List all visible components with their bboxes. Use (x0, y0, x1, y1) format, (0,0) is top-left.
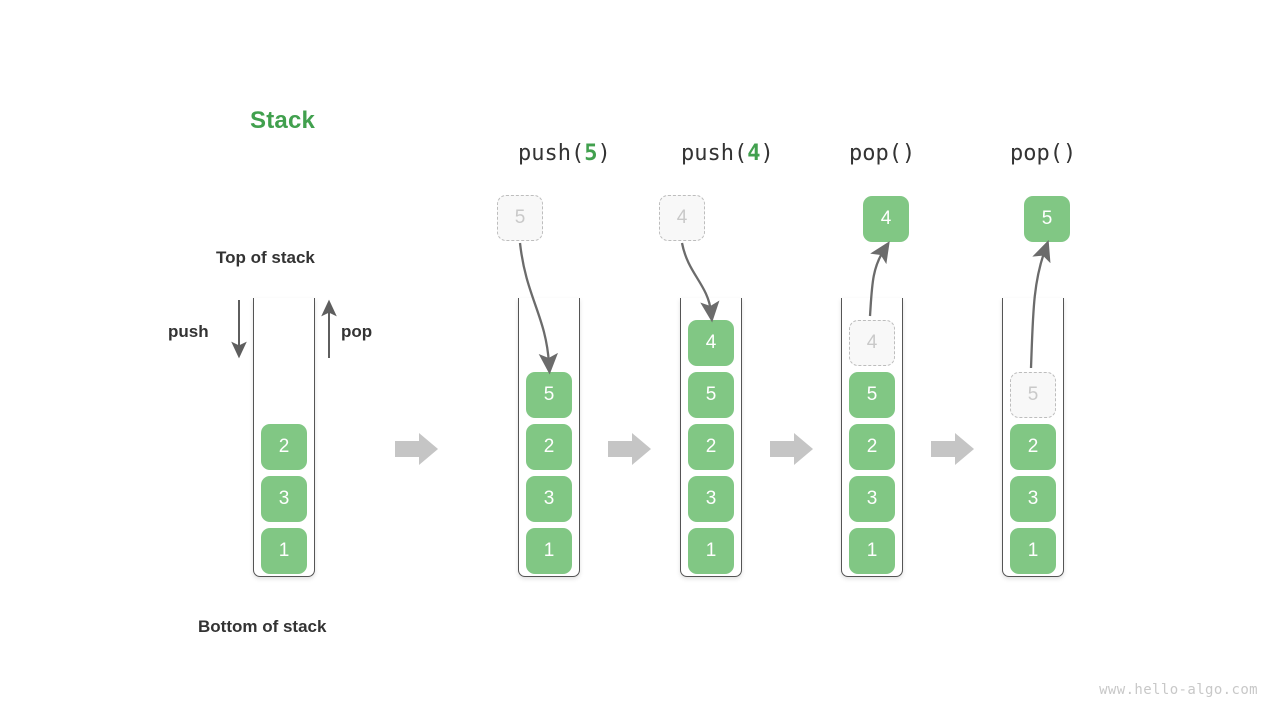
header-prefix: pop( (1010, 141, 1063, 166)
column-header-pop-1: pop() (849, 141, 915, 166)
column-header-push-5: push(5) (518, 141, 611, 166)
floating-cell-popped: 5 (1024, 196, 1070, 242)
flow-arrow-4 (930, 432, 975, 466)
stack-cell: 2 (849, 424, 895, 470)
stack-cell: 1 (261, 528, 307, 574)
column-header-pop-2: pop() (1010, 141, 1076, 166)
stack-cell-ghost: 4 (849, 320, 895, 366)
header-suffix: ) (1062, 141, 1077, 166)
flow-arrow-3 (769, 432, 814, 466)
flow-arrow-2 (608, 432, 652, 466)
page-title: Stack (250, 107, 316, 134)
header-prefix: push( (518, 141, 585, 166)
stack-cell: 3 (261, 476, 307, 522)
header-suffix: ) (901, 141, 916, 166)
header-prefix: push( (681, 141, 748, 166)
header-argument: 5 (584, 141, 598, 166)
header-suffix: ) (760, 141, 774, 166)
stack-cell: 1 (849, 528, 895, 574)
push-direction-arrow (231, 300, 247, 359)
stack-cell: 3 (688, 476, 734, 522)
stack-cell: 4 (688, 320, 734, 366)
stack-cell: 3 (849, 476, 895, 522)
flow-arrow-1 (394, 432, 439, 466)
watermark: www.hello-algo.com (1099, 682, 1258, 698)
floating-cell-ghost: 4 (659, 195, 705, 241)
pop-label: pop (341, 322, 373, 341)
stack-cell: 5 (849, 372, 895, 418)
stack-cell-ghost: 5 (1010, 372, 1056, 418)
stack-cell: 5 (688, 372, 734, 418)
pop-direction-arrow (321, 299, 337, 358)
bottom-of-stack-label: Bottom of stack (198, 617, 327, 636)
stack-cell: 2 (1010, 424, 1056, 470)
stack-cell: 5 (526, 372, 572, 418)
floating-cell-ghost: 5 (497, 195, 543, 241)
stack-cell: 2 (688, 424, 734, 470)
stack-cell: 1 (526, 528, 572, 574)
top-of-stack-label: Top of stack (216, 248, 315, 267)
stack-cell: 3 (526, 476, 572, 522)
push-label: push (168, 322, 209, 341)
stack-cell: 2 (261, 424, 307, 470)
header-prefix: pop( (849, 141, 902, 166)
stack-cell: 2 (526, 424, 572, 470)
column-header-push-4: push(4) (681, 141, 774, 166)
stack-cell: 3 (1010, 476, 1056, 522)
header-argument: 4 (747, 141, 761, 166)
floating-cell-popped: 4 (863, 196, 909, 242)
stack-cell: 1 (688, 528, 734, 574)
stack-cell: 1 (1010, 528, 1056, 574)
header-suffix: ) (597, 141, 611, 166)
